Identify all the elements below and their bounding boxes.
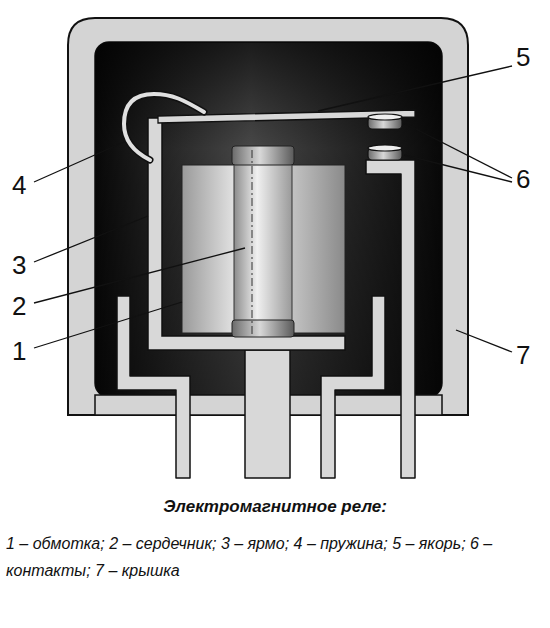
spring — [124, 94, 204, 160]
contacts — [368, 114, 402, 160]
spring — [124, 94, 204, 160]
cover-shade — [95, 42, 442, 397]
yoke — [148, 118, 345, 350]
caption-text: 1 – обмотка; 2 – сердечник; 3 – ярмо; 4 … — [6, 530, 544, 584]
leader-lines — [34, 66, 512, 352]
core-pole — [232, 320, 294, 337]
callout-number: 4 — [10, 172, 28, 198]
center-line — [252, 150, 253, 335]
cover-interior — [95, 42, 442, 397]
callout-number: 2 — [10, 293, 28, 319]
callout-number: 5 — [514, 44, 532, 70]
callout-number: 6 — [514, 166, 532, 192]
callout-number: 1 — [10, 338, 28, 364]
callout-number: 7 — [514, 342, 532, 368]
core — [234, 163, 292, 323]
caption-title: Электромагнитное реле: — [0, 497, 550, 517]
core-pole — [232, 146, 294, 165]
callout-number: 3 — [10, 252, 28, 278]
